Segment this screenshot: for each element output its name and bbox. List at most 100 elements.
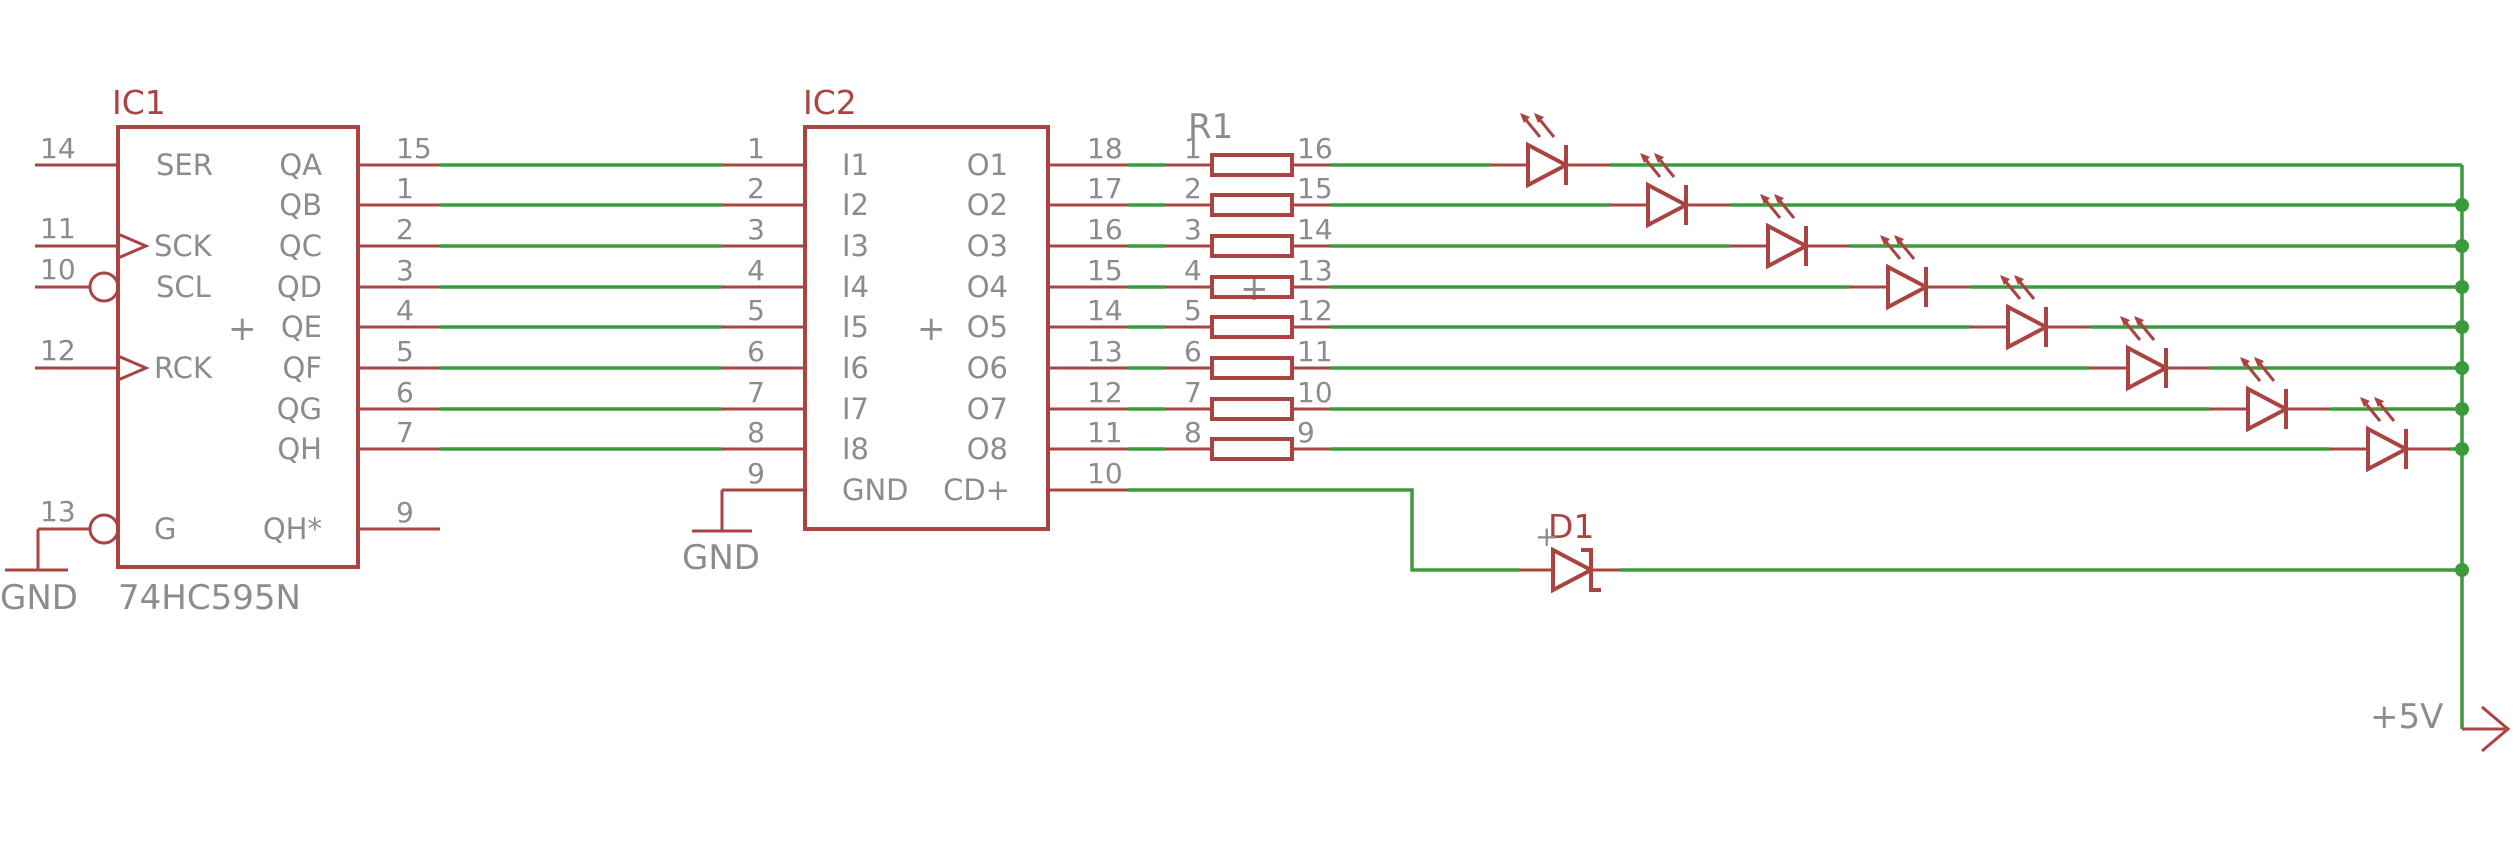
ic2-pin-label: O8 xyxy=(967,432,1008,466)
ic1-gnd-label: GND xyxy=(0,578,78,618)
led-5 xyxy=(1970,275,2090,351)
led-4 xyxy=(1850,235,1970,311)
ic2-pin-num: 5 xyxy=(747,294,765,327)
vcc-rail xyxy=(2455,165,2469,729)
ic2-right-pins: 18 17 16 15 14 13 12 11 10 O1 O2 O3 O4 O… xyxy=(943,132,1128,507)
ic1-right-pins: 15 1 2 3 4 5 6 7 9 QA QB QC QD QE QF QG … xyxy=(263,132,440,546)
ic1-pin-num: 7 xyxy=(396,416,414,449)
light-emission-icon xyxy=(1760,194,1796,219)
ic1-pin-label: G xyxy=(154,512,176,546)
r1-pin-num: 14 xyxy=(1297,213,1333,246)
cd-wire xyxy=(1128,488,1520,572)
ic1-pin-num: 10 xyxy=(40,253,76,286)
r1-pin-num: 2 xyxy=(1184,172,1202,205)
r1-pin-numbers: 1 2 3 4 5 6 7 8 16 15 14 13 12 11 10 9 xyxy=(1184,132,1333,449)
d1: D1 + xyxy=(1520,507,1620,594)
r1-pin-num: 8 xyxy=(1184,416,1202,449)
ic2-pin-label: I7 xyxy=(842,392,869,426)
ic2: IC2 + 1 2 3 4 5 6 7 8 9 I1 I2 I3 xyxy=(682,83,1128,578)
led-array xyxy=(1490,113,2450,473)
ic1-pin-label: QF xyxy=(282,351,322,385)
ic1-pin-num: 5 xyxy=(396,335,414,368)
light-emission-icon xyxy=(2360,397,2396,422)
ic2-pin-label: I6 xyxy=(842,351,869,385)
ic1-pin-label: QA xyxy=(279,148,322,182)
junction-dot xyxy=(2455,320,2469,334)
light-emission-icon xyxy=(1640,153,1676,178)
ic1-pin-label: QC xyxy=(279,229,322,263)
ic1-pin-rck: 12 RCK xyxy=(35,334,213,385)
r1-pin-num: 12 xyxy=(1297,294,1333,327)
r1-pin-num: 4 xyxy=(1184,254,1202,287)
junction-dot xyxy=(2455,239,2469,253)
ic2-pin-label: O4 xyxy=(967,270,1008,304)
ic1-pin-label: QH* xyxy=(263,512,322,546)
ic2-pin-num: 3 xyxy=(747,213,765,246)
ic1-pin-label: SCK xyxy=(154,229,213,263)
ic1-center-mark: + xyxy=(228,309,257,349)
ic1-pin-g: 13 G GND xyxy=(0,495,176,618)
ic1-pin-num: 11 xyxy=(40,212,76,245)
ic1-pin-num: 14 xyxy=(40,132,76,165)
r1: R1 + 1 2 3 4 5 6 7 8 16 15 14 13 12 11 xyxy=(1165,107,1333,461)
light-emission-icon xyxy=(2240,357,2276,382)
ic1-name: IC1 xyxy=(112,83,166,122)
r1-pin-num: 1 xyxy=(1184,132,1202,165)
ic1-pin-num: 1 xyxy=(396,172,414,205)
light-emission-icon xyxy=(2000,275,2036,300)
r1-pin-num: 13 xyxy=(1297,254,1333,287)
r1-pin-num: 15 xyxy=(1297,172,1333,205)
ic2-pin-label: I2 xyxy=(842,188,869,222)
led-7 xyxy=(2210,357,2330,433)
ic2-pin-label: I1 xyxy=(842,148,869,182)
ic2-pin-num: 14 xyxy=(1087,294,1123,327)
supply-label: +5V xyxy=(2370,697,2443,737)
r1-pin-num: 11 xyxy=(1297,335,1333,368)
led-1 xyxy=(1490,113,1610,189)
ic2-pin-num: 7 xyxy=(747,376,765,409)
ic2-pin-num: 17 xyxy=(1087,172,1123,205)
ic1-pin-sck: 11 SCK xyxy=(35,212,213,263)
ic2-gnd-label: GND xyxy=(682,538,760,578)
ic1-pin-num: 9 xyxy=(396,496,414,529)
r1-pin-num: 9 xyxy=(1297,416,1315,449)
r1-pin-num: 10 xyxy=(1297,376,1333,409)
ic1-pin-num: 6 xyxy=(396,376,414,409)
led-2 xyxy=(1610,153,1730,229)
junction-dot xyxy=(2455,402,2469,416)
ic2-pin-num: 12 xyxy=(1087,376,1123,409)
ic1-pin-num: 12 xyxy=(40,334,76,367)
bus-ic1-ic2 xyxy=(440,163,722,451)
ic2-pin-label: O6 xyxy=(967,351,1008,385)
ic1-body xyxy=(116,125,360,569)
led-8 xyxy=(2330,397,2450,473)
ic1-pin-label: QE xyxy=(281,310,322,344)
ic1: IC1 74HC595N + 14 SER 11 SCK 10 SCL 12 R… xyxy=(0,83,440,618)
ic2-pin-label: O2 xyxy=(967,188,1008,222)
junction-dot xyxy=(2455,361,2469,375)
light-emission-icon xyxy=(1520,113,1556,138)
ic2-pin-num: 9 xyxy=(747,457,765,490)
ic1-pin-num: 2 xyxy=(396,213,414,246)
supply-5v: +5V xyxy=(2370,697,2511,753)
ic1-pin-label: QD xyxy=(277,270,322,304)
ic2-name: IC2 xyxy=(803,83,857,122)
junction-dot xyxy=(2455,442,2469,456)
ic2-pin-label: CD+ xyxy=(943,473,1010,507)
junction-dot xyxy=(2455,280,2469,294)
ic2-pin-num: 6 xyxy=(747,335,765,368)
ic2-pin-num: 1 xyxy=(747,132,765,165)
ic2-pin-num: 18 xyxy=(1087,132,1123,165)
bus-ic2-r1 xyxy=(1128,163,1165,451)
led-3 xyxy=(1730,194,1850,270)
ic2-pin-label: O3 xyxy=(967,229,1008,263)
ic2-pin-num: 16 xyxy=(1087,213,1123,246)
ic2-pin-num: 2 xyxy=(747,172,765,205)
ic1-pin-scl: 10 SCL xyxy=(35,253,211,304)
ic2-pin-num: 13 xyxy=(1087,335,1123,368)
r1-pin-num: 6 xyxy=(1184,335,1202,368)
d1-mark: + xyxy=(1535,520,1558,553)
r1-pin-num: 3 xyxy=(1184,213,1202,246)
ic1-pin-label: QB xyxy=(279,188,322,222)
